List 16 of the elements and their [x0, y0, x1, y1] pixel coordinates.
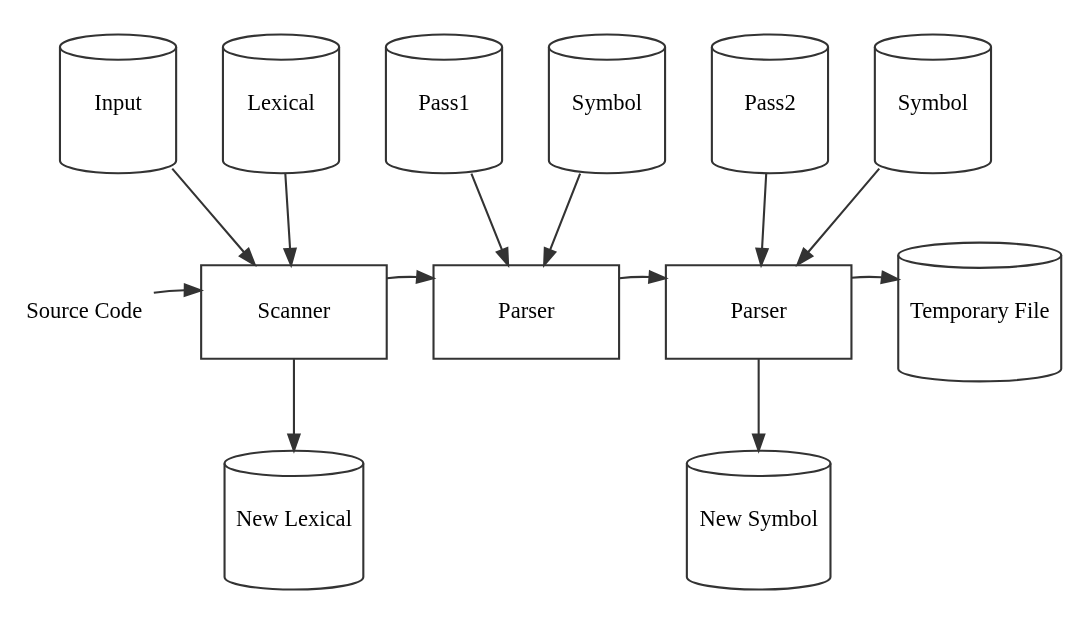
arrow: [619, 269, 669, 284]
arrow: [153, 282, 205, 297]
arrow: [543, 172, 582, 268]
arrow: [282, 173, 298, 268]
arrow: [171, 167, 257, 267]
arrow: [286, 358, 302, 454]
arrow: [795, 167, 881, 267]
arrow: [751, 358, 766, 454]
node-box: Scanner: [200, 263, 388, 360]
arrow: [755, 173, 770, 268]
arrow: [470, 172, 510, 268]
node-box: Parser: [664, 263, 853, 360]
arrow: [851, 269, 902, 284]
arrow: [386, 269, 437, 284]
node-box: Parser: [432, 263, 621, 360]
node-text: Source Code: [26, 297, 143, 323]
